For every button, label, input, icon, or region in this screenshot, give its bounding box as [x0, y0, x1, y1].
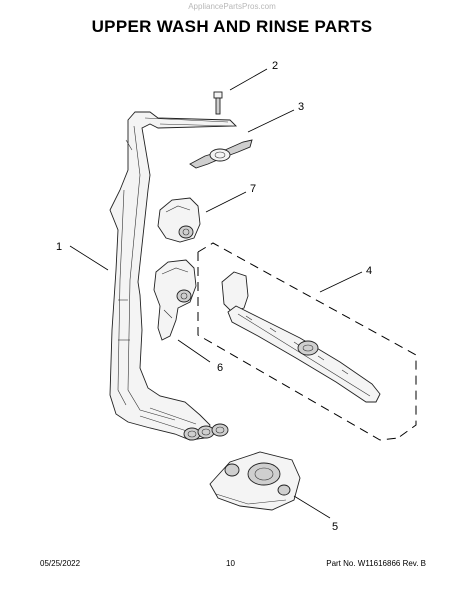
callout-3: 3	[298, 101, 304, 113]
upper-spray-arm-part-3[interactable]	[189, 139, 253, 169]
leader-lines	[69, 68, 363, 519]
page-title: UPPER WASH AND RINSE PARTS	[91, 17, 373, 36]
lower-spray-arm-part-4[interactable]	[221, 271, 381, 403]
footer-page-number: 10	[226, 559, 235, 568]
callout-1: 1	[56, 241, 62, 253]
diverter-valve-part-7[interactable]	[157, 197, 201, 243]
watermark-text: AppliancePartsPros.com	[188, 2, 276, 11]
nut-part-2[interactable]	[213, 91, 223, 115]
pump-manifold-part-5[interactable]	[209, 451, 301, 511]
callout-2: 2	[272, 60, 278, 72]
leader-line-5	[293, 495, 331, 519]
callout-5: 5	[332, 521, 338, 533]
supply-tube-part-1[interactable]	[109, 111, 238, 441]
leader-line-6	[177, 339, 211, 363]
leader-line-3	[247, 109, 295, 133]
callout-6: 6	[217, 362, 223, 374]
footer-date: 05/25/2022	[40, 559, 81, 568]
callout-4: 4	[366, 265, 372, 277]
callout-7: 7	[250, 183, 256, 195]
leader-line-2	[229, 68, 268, 91]
footer-part-number: Part No. W11616866 Rev. B	[326, 559, 426, 568]
assembly-bracket-part-4	[197, 242, 417, 441]
leader-line-1	[69, 245, 109, 271]
leader-line-4	[319, 271, 363, 293]
leader-line-7	[205, 191, 247, 213]
valve-assembly-part-6[interactable]	[153, 259, 197, 341]
